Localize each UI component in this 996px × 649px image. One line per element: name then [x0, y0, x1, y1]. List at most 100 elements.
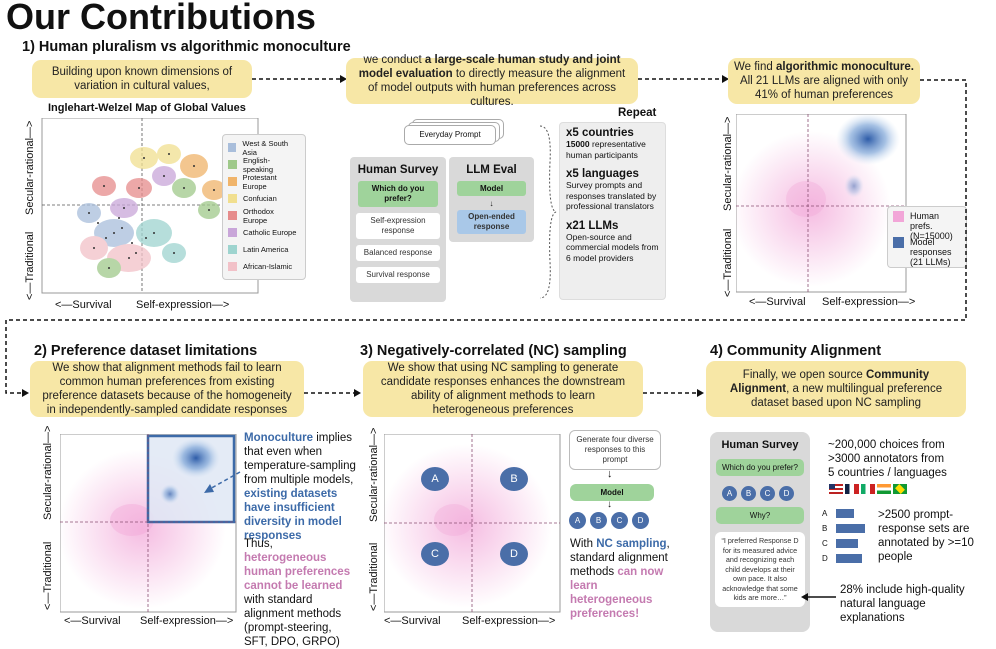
repeat-sub-bold: 15000 [566, 139, 590, 149]
legend-swatch [228, 177, 237, 186]
nc-choice-c: C [611, 512, 628, 529]
legend-label: Protestant Europe [242, 172, 277, 191]
s3-text: With NC sampling, standard alignment met… [570, 538, 670, 620]
quadrant-d: D [500, 542, 528, 566]
section2-title: 2) Preference dataset limitations [34, 343, 258, 359]
legend-item: Confucian [228, 190, 300, 207]
section3-title: 3) Negatively-correlated (NC) sampling [360, 343, 627, 359]
axis-y-bottom-4: <—Traditional [368, 542, 380, 611]
nc-choice-d: D [632, 512, 649, 529]
monoculture-map [736, 114, 907, 293]
map-title: Inglehart-Welzel Map of Global Values [48, 102, 246, 114]
human-survey-title: Human Survey [357, 164, 439, 176]
note-s4: Finally, we open source Community Alignm… [706, 361, 966, 417]
flags [829, 484, 913, 494]
model-box: Model [457, 181, 526, 196]
llm-eval-panel: LLM Eval Model ↓ Open-ended response [449, 157, 534, 242]
arrow-2-3 [638, 75, 729, 83]
down-arrow-s3: ↓ [607, 468, 613, 480]
repeat-head: x5 languages [566, 168, 639, 180]
legend-label: Orthodox Europe [242, 206, 274, 225]
note-s2: We show that alignment methods fail to l… [30, 361, 304, 417]
ca-bar-row: B [822, 521, 872, 536]
axis-x-left-2: <—Survival [749, 296, 806, 308]
repeat-sub: Survey prompts and responses translated … [566, 180, 659, 212]
ca-choice-a: A [722, 486, 737, 501]
legend2-swatch [893, 237, 904, 248]
ca-bar-row: C [822, 536, 872, 551]
nc-sampling-map [384, 434, 561, 613]
down-arrow: ↓ [489, 199, 494, 208]
monoculture-legend: Human prefs. (N=15000)Model responses (2… [887, 206, 967, 268]
everyday-prompt-stack: Everyday Prompt [404, 119, 504, 147]
arrow-s3-s4 [643, 389, 704, 397]
ca-choice-d: D [779, 486, 794, 501]
brace [539, 125, 557, 299]
response-option: Survival response [356, 267, 440, 283]
connector-path [5, 79, 967, 397]
repeat-sub-text: Survey prompts and responses translated … [566, 180, 657, 211]
ca-bar-label: C [822, 539, 828, 548]
gen-prompt-box: Generate four diverse responses to this … [569, 430, 661, 470]
legend-label: Latin America [243, 245, 289, 254]
axis-x-right-1: Self-expression—> [136, 299, 230, 311]
quadrant-a: A [421, 467, 449, 491]
legend2-item: Human prefs. (N=15000) [893, 211, 961, 241]
ca-bar [836, 524, 865, 533]
axis-x-left-1: <—Survival [55, 299, 112, 311]
axis-y-top-3: Secular-rational—> [42, 425, 54, 520]
ca-bar-label: D [822, 554, 828, 563]
ca-bar-row: D [822, 551, 872, 566]
axis-y-bottom-3: <—Traditional [42, 541, 54, 610]
legend2-swatch [893, 211, 904, 222]
ca-which-prefer: Which do you prefer? [716, 459, 804, 476]
ca-bar [836, 539, 858, 548]
axis-x-left-4: <—Survival [384, 615, 441, 627]
arrow-1-2 [252, 75, 347, 83]
ca-bar-row: A [822, 506, 872, 521]
note-s3: We show that using NC sampling to genera… [363, 361, 643, 417]
repeat-head: x21 LLMs [566, 219, 619, 232]
legend-item: Latin America [228, 241, 300, 258]
ca-bar-label: B [822, 524, 828, 533]
s2-text-1: Monoculture implies that even when tempe… [244, 432, 356, 542]
axis-x-right-3: Self-expression—> [140, 615, 234, 627]
ca-survey-title: Human Survey [721, 439, 799, 451]
axis-x-right-4: Self-expression—> [462, 615, 556, 627]
repeat-sub-text: Open-source and commercial models from 6… [566, 231, 659, 263]
arrow-s2-s3 [304, 389, 361, 397]
blue-arrow [204, 471, 241, 493]
page-title: Our Contributions [6, 0, 316, 37]
nc-choice-b: B [590, 512, 607, 529]
legend-item: West & South Asia [228, 139, 300, 157]
ca-choice-b: B [741, 486, 756, 501]
legend-label: Catholic Europe [243, 228, 297, 237]
legend-swatch [228, 245, 237, 254]
note-right: We find algorithmic monoculture. All 21 … [728, 58, 920, 104]
response-option: Self-expression response [356, 213, 440, 239]
open-ended-box: Open-ended response [457, 210, 526, 234]
legend-swatch [228, 211, 237, 220]
legend-swatch [228, 262, 237, 271]
model-box-s3: Model [570, 484, 654, 501]
limitations-map [60, 434, 237, 613]
legend-label: English-speaking [242, 155, 274, 174]
llm-eval-title: LLM Eval [466, 164, 517, 176]
ca-why: Why? [716, 507, 804, 524]
which-prefer-box: Which do you prefer? [358, 181, 438, 207]
down-arrow-s3b: ↓ [607, 499, 612, 510]
legend-item: Orthodox Europe [228, 206, 300, 225]
axis-x-right-2: Self-expression—> [822, 296, 916, 308]
quote-arrow [801, 593, 836, 601]
s2-text-2: Thus, heterogeneous human preferences ca… [244, 538, 351, 648]
legend-swatch [228, 143, 237, 152]
legend2-label: Model responses (21 LLMs) [910, 237, 952, 267]
